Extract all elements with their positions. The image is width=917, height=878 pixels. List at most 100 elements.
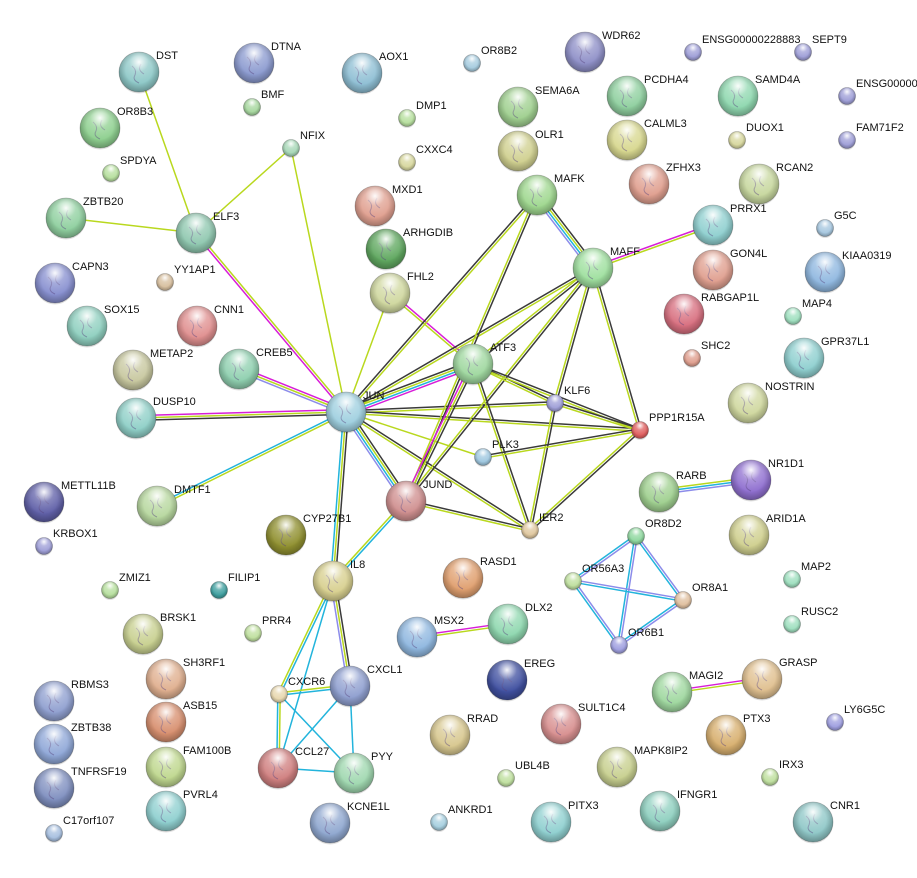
- node-cxxc4[interactable]: CXXC4: [398, 144, 453, 172]
- node-msx2[interactable]: MSX2: [396, 615, 464, 659]
- node-c17orf107[interactable]: C17orf107: [45, 815, 115, 843]
- node-rarb[interactable]: RARB: [638, 470, 707, 514]
- node-fam100b[interactable]: FAM100B: [145, 745, 231, 789]
- node-tnfrsf19[interactable]: TNFRSF19: [33, 766, 127, 810]
- node-sh3rf1[interactable]: SH3RF1: [145, 657, 225, 701]
- edge-plk3-ppp1r15a[interactable]: [482, 428, 641, 459]
- node-rabgap1l[interactable]: RABGAP1L: [663, 292, 759, 336]
- node-zfhx3[interactable]: ZFHX3: [628, 162, 701, 206]
- edge-il8-ccl27[interactable]: [277, 580, 334, 769]
- node-rbms3[interactable]: RBMS3: [33, 679, 109, 723]
- node-dtna[interactable]: DTNA: [233, 41, 302, 85]
- node-mafk[interactable]: MAFK: [516, 173, 585, 217]
- edge-jun-maff[interactable]: [345, 266, 594, 414]
- node-or8d2[interactable]: OR8D2: [627, 518, 682, 546]
- node-g5c[interactable]: G5C: [816, 210, 857, 238]
- node-cnn1[interactable]: CNN1: [176, 304, 244, 348]
- node-arid1a[interactable]: ARID1A: [728, 513, 806, 557]
- node-krbox1[interactable]: KRBOX1: [35, 528, 98, 556]
- edge-or8a1-or6b1[interactable]: [617, 598, 685, 647]
- node-creb5[interactable]: CREB5: [218, 347, 293, 391]
- edge-fhl2-jun[interactable]: [345, 292, 391, 413]
- node-zbtb38[interactable]: ZBTB38: [33, 722, 111, 766]
- edge-maff-prrx1[interactable]: [592, 223, 714, 270]
- node-spdya[interactable]: SPDYA: [102, 155, 158, 183]
- edge-klf6-ier2[interactable]: [528, 402, 557, 531]
- node-arhgdib[interactable]: ARHGDIB: [365, 227, 453, 271]
- node-ereg[interactable]: EREG: [486, 658, 555, 702]
- node-metap2[interactable]: METAP2: [112, 348, 193, 392]
- node-sult1c4[interactable]: SULT1C4: [540, 702, 625, 746]
- node-rcan2[interactable]: RCAN2: [738, 162, 813, 206]
- node-pyy[interactable]: PYY: [333, 751, 394, 795]
- edge-atf3-ier2[interactable]: [471, 363, 532, 531]
- edge-dmtf1-jun[interactable]: [156, 410, 347, 508]
- node-dmp1[interactable]: DMP1: [398, 100, 447, 128]
- node-capn3[interactable]: CAPN3: [34, 261, 109, 305]
- node-or8a1[interactable]: OR8A1: [674, 582, 729, 610]
- node-zmiz1[interactable]: ZMIZ1: [101, 572, 151, 600]
- node-duox1[interactable]: DUOX1: [728, 122, 784, 150]
- node-irx3[interactable]: IRX3: [761, 759, 804, 787]
- node-or8b3[interactable]: OR8B3: [79, 106, 153, 150]
- node-nfix[interactable]: NFIX: [282, 130, 326, 158]
- node-rusc2[interactable]: RUSC2: [783, 606, 839, 634]
- edge-maff-atf3[interactable]: [471, 266, 595, 366]
- node-shc2[interactable]: SHC2: [683, 340, 731, 368]
- node-ppp1r15a[interactable]: PPP1R15A: [631, 412, 706, 440]
- node-cxcr6[interactable]: CXCR6: [270, 676, 326, 704]
- node-mapk8ip2[interactable]: MAPK8IP2: [596, 745, 688, 789]
- edge-or56a3-or6b1[interactable]: [571, 579, 621, 647]
- node-yy1ap1[interactable]: YY1AP1: [156, 264, 216, 292]
- edge-nfix-jun[interactable]: [290, 147, 347, 413]
- node-dst[interactable]: DST: [118, 50, 178, 94]
- node-or8b2[interactable]: OR8B2: [463, 45, 518, 73]
- node-prr4[interactable]: PRR4: [244, 615, 292, 643]
- node-nostrin[interactable]: NOSTRIN: [727, 381, 815, 425]
- edge-maff-klf6[interactable]: [553, 267, 595, 404]
- node-calml3[interactable]: CALML3: [606, 118, 687, 162]
- edge-jund-ier2[interactable]: [405, 499, 531, 532]
- edge-or8d2-or8a1[interactable]: [634, 534, 685, 602]
- node-magi2[interactable]: MAGI2: [651, 670, 723, 714]
- node-aox1[interactable]: AOX1: [341, 51, 408, 95]
- node-jund[interactable]: JUND: [385, 479, 452, 523]
- node-filip1[interactable]: FILIP1: [210, 572, 261, 600]
- node-jun[interactable]: JUN: [325, 390, 384, 434]
- edge-jun-il8[interactable]: [329, 411, 350, 582]
- node-cnr1[interactable]: CNR1: [792, 800, 860, 844]
- node-ptx3[interactable]: PTX3: [705, 713, 771, 757]
- edge-ppp1r15a-ier2[interactable]: [528, 428, 642, 532]
- node-elf3[interactable]: ELF3: [175, 211, 239, 255]
- node-rrad[interactable]: RRAD: [429, 713, 498, 757]
- node-wdr62[interactable]: WDR62: [564, 30, 641, 74]
- edge-jun-plk3[interactable]: [345, 411, 484, 458]
- node-bmf[interactable]: BMF: [243, 89, 285, 117]
- node-rasd1[interactable]: RASD1: [442, 556, 517, 600]
- node-prrx1[interactable]: PRRX1: [692, 203, 767, 247]
- node-grasp[interactable]: GRASP: [741, 657, 818, 701]
- node-sept9[interactable]: SEPT9: [794, 34, 847, 62]
- node-pvrl4[interactable]: PVRL4: [145, 789, 218, 833]
- node-maff[interactable]: MAFF: [572, 246, 640, 290]
- node-klf6[interactable]: KLF6: [546, 385, 591, 413]
- edge-zbtb20-elf3[interactable]: [65, 217, 197, 234]
- edge-maff-ppp1r15a[interactable]: [591, 267, 642, 431]
- edge-jun-atf3[interactable]: [344, 359, 475, 417]
- node-dmtf1[interactable]: DMTF1: [136, 484, 211, 528]
- node-ubl4b[interactable]: UBL4B: [497, 760, 550, 788]
- node-zbtb20[interactable]: ZBTB20: [45, 196, 123, 240]
- edge-or56a3-or8a1[interactable]: [572, 579, 684, 602]
- node-kiaa0319[interactable]: KIAA0319: [804, 250, 892, 294]
- node-sema6a[interactable]: SEMA6A: [497, 85, 580, 129]
- node-atf3[interactable]: ATF3: [452, 342, 516, 386]
- node-fam71f2[interactable]: FAM71F2: [838, 122, 904, 150]
- edge-il8-cxcr6[interactable]: [277, 580, 335, 695]
- node-plk3[interactable]: PLK3: [474, 439, 519, 467]
- node-ensg00000228883[interactable]: ENSG00000228883: [684, 34, 801, 62]
- node-or56a3[interactable]: OR56A3: [564, 563, 625, 591]
- node-gon4l[interactable]: GON4L: [692, 248, 767, 292]
- edge-elf3-nfix[interactable]: [195, 147, 292, 234]
- node-ensg00000[interactable]: ENSG00000: [838, 78, 917, 106]
- edge-dusp10-jun[interactable]: [135, 408, 347, 422]
